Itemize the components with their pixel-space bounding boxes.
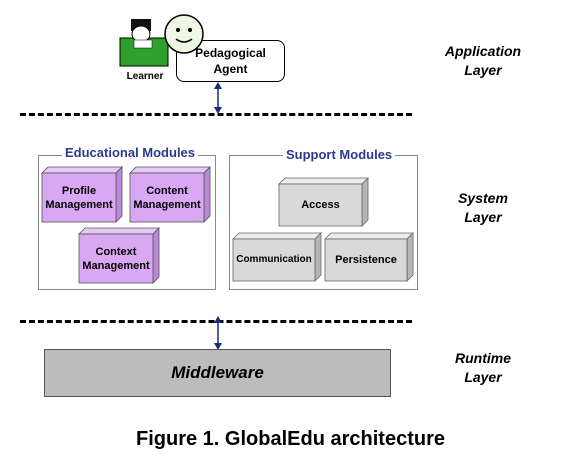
communication-box: Communication xyxy=(232,232,322,282)
learner-icon xyxy=(118,18,170,68)
content-management-box: Content Management xyxy=(129,166,211,223)
application-system-separator xyxy=(20,113,412,116)
communication-label: Communication xyxy=(236,254,312,265)
access-label: Access xyxy=(301,199,340,211)
profile-management-line1: Profile xyxy=(61,184,97,197)
agent-label-line1: Pedagogical xyxy=(195,46,266,60)
context-management-line1: Context xyxy=(95,245,137,258)
system-runtime-arrow xyxy=(211,316,225,350)
agent-smiley-icon xyxy=(163,13,205,55)
agent-label-line2: Agent xyxy=(213,62,248,76)
runtime-layer-label-line2: Layer xyxy=(464,369,502,385)
middleware-label: Middleware xyxy=(171,363,264,382)
content-management-line1: Content xyxy=(146,184,188,197)
support-modules-title: Support Modules xyxy=(283,147,396,162)
pedagogical-agent-box: Pedagogical Agent xyxy=(176,40,285,82)
system-layer-label-line1: System xyxy=(458,190,508,206)
persistence-box: Persistence xyxy=(324,232,414,282)
app-system-arrow xyxy=(211,82,225,114)
content-management-line2: Management xyxy=(133,198,201,211)
middleware-box: Middleware xyxy=(44,349,391,397)
persistence-label: Persistence xyxy=(335,254,397,266)
application-layer-label-line1: Application xyxy=(444,43,522,59)
access-box: Access xyxy=(278,177,369,227)
application-layer-label-line2: Layer xyxy=(464,62,502,78)
system-layer-label: System Layer xyxy=(428,189,538,227)
profile-management-line2: Management xyxy=(45,198,113,211)
runtime-layer-label-line1: Runtime xyxy=(455,350,511,366)
system-layer-label-line2: Layer xyxy=(464,209,502,225)
learner-label: Learner xyxy=(126,71,164,82)
runtime-layer-label: Runtime Layer xyxy=(428,349,538,387)
educational-modules-title: Educational Modules xyxy=(62,145,199,160)
context-management-box: Context Management xyxy=(78,227,160,284)
context-management-line2: Management xyxy=(82,259,150,272)
application-layer-label: Application Layer xyxy=(428,42,538,80)
figure-caption: Figure 1. GlobalEdu architecture xyxy=(136,428,445,450)
profile-management-box: Profile Management xyxy=(41,166,123,223)
